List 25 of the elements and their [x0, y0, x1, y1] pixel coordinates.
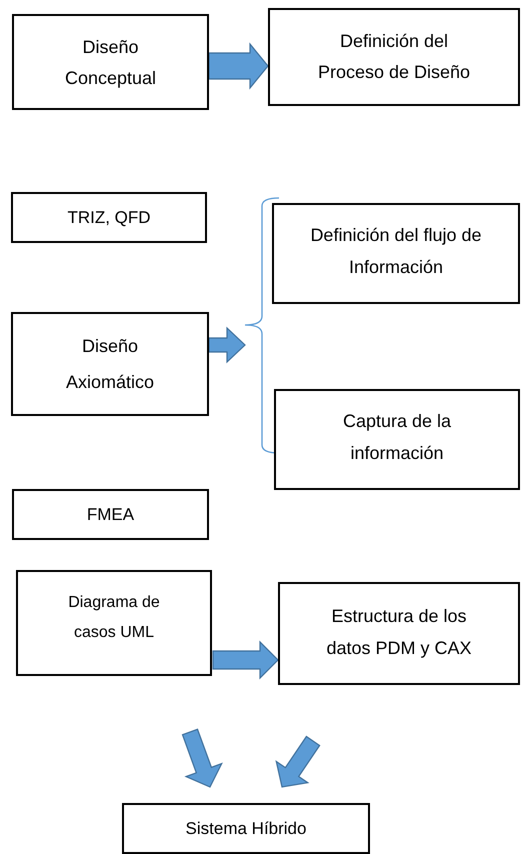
block-arrow — [182, 728, 223, 788]
box-label: Sistema Híbrido — [184, 818, 308, 840]
box-label: Diseño Axiomático — [64, 335, 156, 394]
process-box — [12, 489, 209, 540]
process-box — [11, 312, 209, 416]
process-box — [12, 14, 209, 110]
process-box — [11, 192, 207, 243]
process-box — [268, 8, 520, 106]
box-label: Diagrama de casos UML — [67, 593, 161, 643]
block-arrow — [208, 326, 246, 364]
box-label: Estructura de los datos PDM y CAX — [325, 605, 473, 660]
block-arrow — [275, 736, 320, 788]
box-label: FMEA — [86, 504, 136, 526]
box-label: Definición del Proceso de Diseño — [316, 30, 472, 84]
process-box — [122, 803, 370, 854]
box-label: Captura de la información — [342, 410, 452, 465]
block-arrow — [212, 640, 279, 680]
box-label: Definición del flujo de Información — [309, 224, 483, 279]
block-arrow — [208, 42, 269, 90]
process-box — [16, 570, 212, 676]
process-box — [278, 582, 520, 685]
box-label: Diseño Conceptual — [64, 36, 158, 90]
process-box — [274, 389, 520, 490]
box-label: TRIZ, QFD — [66, 207, 152, 229]
process-box — [272, 203, 520, 304]
